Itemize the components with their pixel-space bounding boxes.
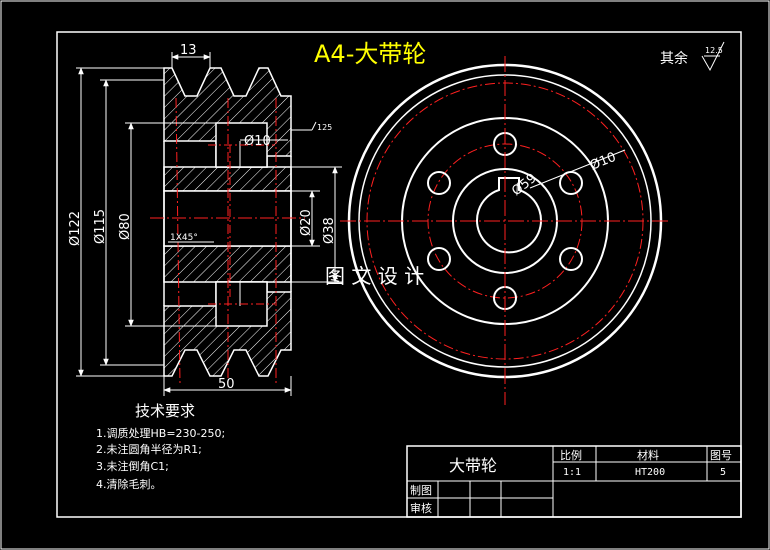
dim-hole-section: Ø10	[244, 134, 271, 149]
dim-d115: Ø115	[93, 209, 108, 244]
note-item-3: 3.未注倒角C1;	[96, 459, 169, 473]
technical-notes: 技术要求 1.调质处理HB=230-250; 2.未注圆角半径为R1; 3.未注…	[96, 402, 225, 491]
scale-value: 1:1	[563, 467, 581, 478]
dim-d122: Ø122	[68, 211, 83, 246]
drawing-no-value: 5	[720, 467, 726, 478]
hole-upper-left	[427, 171, 451, 195]
local-roughness: 125	[317, 123, 332, 132]
dim-d80: Ø80	[118, 213, 133, 240]
dim-d20: Ø20	[299, 209, 314, 236]
drawing-no-label: 图号	[710, 449, 732, 462]
part-name: 大带轮	[449, 456, 497, 475]
material-label: 材料	[637, 448, 659, 462]
chamfer-note: 1X45°	[170, 233, 198, 243]
hole-upper-right	[559, 171, 583, 195]
hole-lower-left	[427, 247, 451, 271]
dim-d38: Ø38	[322, 217, 337, 244]
roughness-symbol-icon	[701, 41, 725, 72]
dim-groove-width: 13	[180, 43, 197, 58]
section-view: 13 Ø122 Ø115 Ø80 Ø20 Ø38 Ø10 125 1X45°	[68, 43, 342, 396]
front-view: Ø10 Ø59	[340, 56, 670, 405]
note-item-4: 4.清除毛刺。	[96, 477, 162, 491]
drawing-title: A4-大带轮	[314, 40, 426, 68]
note-item-2: 2.未注圆角半径为R1;	[96, 442, 202, 456]
dim-width: 50	[218, 377, 235, 392]
checked-label: 审核	[410, 501, 432, 515]
dim-hole-front: Ø10	[588, 150, 618, 174]
hole-lower-right	[559, 247, 583, 271]
material-value: HT200	[635, 467, 665, 478]
inner-frame	[56, 31, 742, 518]
roughness-value: 12.5	[705, 46, 723, 55]
watermark-text: 图 文 设 计	[325, 264, 424, 288]
drawn-label: 制图	[410, 484, 432, 497]
note-item-1: 1.调质处理HB=230-250;	[96, 427, 225, 440]
dim-pitch-front: Ø59	[509, 171, 539, 199]
title-block: 大带轮 比例 材料 图号 1:1 HT200 5 制图 审核	[406, 445, 742, 518]
keyed-bore	[476, 177, 542, 254]
roughness-prefix: 其余	[660, 50, 688, 67]
scale-label: 比例	[560, 448, 582, 462]
notes-heading: 技术要求	[135, 402, 195, 420]
